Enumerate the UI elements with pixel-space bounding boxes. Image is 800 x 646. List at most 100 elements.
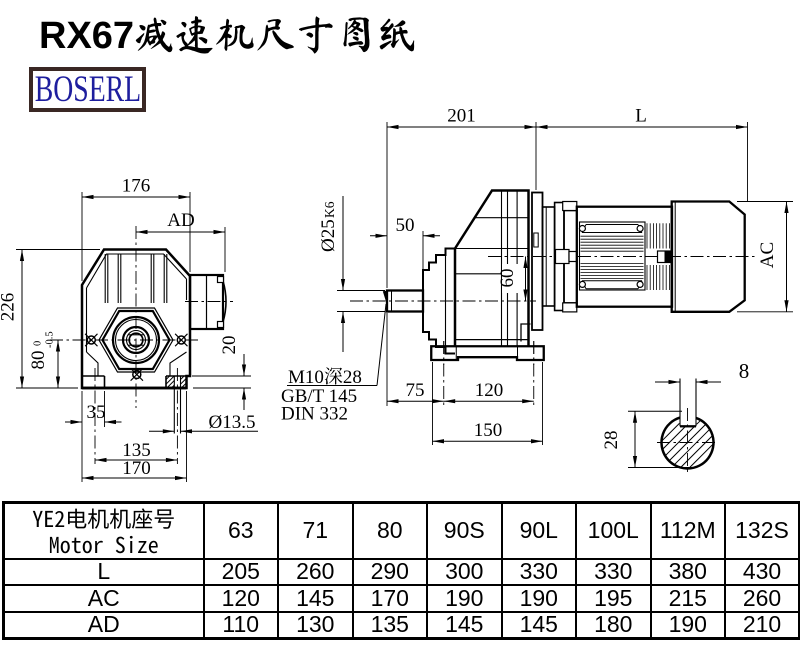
dim-arrowhead bbox=[432, 439, 444, 444]
table-cell-L-0: 205 bbox=[202, 557, 279, 586]
table-cell-AC-7: 260 bbox=[724, 584, 800, 613]
dim-arrowhead bbox=[55, 340, 61, 352]
shaft-section-circle bbox=[660, 416, 715, 470]
dim-arrowhead bbox=[82, 475, 94, 481]
shaft-section-detail: 8 28 bbox=[601, 359, 749, 474]
brand-logo: BOSERL bbox=[29, 67, 146, 112]
dim-front-foot-width: 35 bbox=[87, 402, 106, 423]
dim-arrowhead bbox=[382, 290, 387, 303]
dim-arrowhead bbox=[82, 194, 94, 200]
dim-arrowhead bbox=[180, 429, 192, 434]
table-cell-AD-5: 180 bbox=[575, 610, 652, 639]
dim-side-motor-length: L bbox=[635, 106, 647, 127]
dim-section-key-width: 8 bbox=[739, 359, 750, 383]
foot-hatch-line bbox=[180, 376, 185, 381]
table-row-label-L: L bbox=[2, 557, 205, 586]
foot-section-hatch bbox=[166, 376, 175, 388]
dim-arrowhead bbox=[95, 457, 107, 463]
table-header-label: YE2电机机座号 Motor Size bbox=[2, 501, 205, 560]
dim-arrowhead bbox=[784, 300, 789, 312]
table-cell-AD-0: 110 bbox=[202, 610, 279, 639]
table-cell-L-4: 330 bbox=[500, 557, 577, 586]
table-cell-AC-5: 195 bbox=[575, 584, 652, 613]
table-header-size-3: 90S bbox=[426, 501, 503, 560]
dim-arrowhead bbox=[104, 419, 116, 425]
table-header-size-4: 90L bbox=[500, 501, 577, 560]
table-cell-AD-3: 145 bbox=[426, 610, 503, 639]
technical-drawing: 176 AD 226 80 0 -0.5 20 35 135 170 Ø13.5… bbox=[0, 106, 793, 482]
dim-arrowhead bbox=[340, 311, 346, 323]
table-cell-L-2: 290 bbox=[351, 557, 428, 586]
dim-arrowhead bbox=[784, 201, 789, 213]
page-title: RX67减速机尺寸图纸 bbox=[39, 14, 418, 58]
dim-arrowhead bbox=[55, 376, 61, 388]
foot-section-hatch bbox=[180, 376, 187, 388]
table-header-size-1: 71 bbox=[277, 501, 354, 560]
dim-arrowhead bbox=[213, 229, 225, 235]
foot-hatch-line bbox=[166, 376, 175, 385]
foot-hatch-line bbox=[166, 379, 175, 388]
dim-arrowhead bbox=[19, 376, 25, 388]
note-standard-gb: GB/T 145 bbox=[281, 386, 357, 407]
dim-arrowhead bbox=[696, 379, 708, 385]
dim-front-axis-tol-upper: 0 bbox=[33, 341, 44, 346]
table-row-label-AC: AC bbox=[2, 584, 205, 613]
dim-arrowhead bbox=[70, 419, 82, 425]
dim-front-axis-tol-lower: -0.5 bbox=[45, 331, 56, 348]
foot-hatch-line bbox=[180, 377, 187, 385]
hex-boss-inner bbox=[101, 309, 171, 371]
dim-section-key-height: 28 bbox=[601, 431, 622, 450]
dim-arrowhead bbox=[387, 399, 399, 404]
dim-front-center-to-box: AD bbox=[167, 210, 194, 231]
dim-front-bolt-spacing: 135 bbox=[122, 440, 151, 461]
table-cell-AC-2: 170 bbox=[351, 584, 428, 613]
dim-arrowhead bbox=[340, 279, 346, 291]
table-cell-L-3: 300 bbox=[426, 557, 503, 586]
table-cell-AC-1: 145 bbox=[277, 584, 354, 613]
dim-arrowhead bbox=[178, 194, 190, 200]
dim-side-motor-dia: AC bbox=[757, 242, 778, 268]
dim-arrowhead bbox=[387, 124, 399, 130]
front-view-dimensions: 176 AD 226 80 0 -0.5 20 35 135 170 Ø13.5 bbox=[0, 176, 258, 482]
table-header-label-cn: YE2电机机座号 bbox=[32, 502, 176, 535]
table-header-size-5: 100L bbox=[575, 501, 652, 560]
table-header-label-en: Motor Size bbox=[48, 527, 159, 559]
dim-front-base-width: 170 bbox=[122, 458, 151, 479]
table-cell-AD-4: 145 bbox=[500, 610, 577, 639]
foot-hatch-line bbox=[180, 382, 187, 388]
note-tapped-hole: M10深28 bbox=[288, 367, 362, 388]
dim-arrowhead bbox=[136, 229, 148, 235]
table-cell-L-6: 380 bbox=[649, 557, 726, 586]
table-cell-AC-4: 190 bbox=[500, 584, 577, 613]
dim-arrowhead bbox=[432, 399, 444, 404]
side-view-dimensions: 201 L 50 Ø25 K6 60 M10深28 GB/T 145 DIN 3… bbox=[281, 106, 793, 445]
dim-arrowhead bbox=[632, 456, 638, 468]
dim-arrowhead bbox=[668, 379, 680, 385]
table-cell-AD-2: 135 bbox=[351, 610, 428, 639]
dim-arrowhead bbox=[522, 399, 534, 404]
table-cell-AC-0: 120 bbox=[202, 584, 279, 613]
brand-logo-text: BOSERL bbox=[34, 69, 141, 110]
dim-side-shaft-dia-group: Ø25 K6 bbox=[318, 201, 339, 252]
note-standard-din: DIN 332 bbox=[281, 404, 348, 425]
dim-arrowhead bbox=[531, 439, 543, 444]
table-cell-AC-3: 190 bbox=[426, 584, 503, 613]
hex-boss-outer bbox=[98, 307, 174, 373]
table-header-size-7: 132S bbox=[724, 501, 800, 560]
dim-arrowhead bbox=[19, 249, 25, 261]
title-name-cn: 减速机尺寸图纸 bbox=[134, 14, 418, 54]
foot-hatch-line bbox=[170, 384, 175, 388]
table-header-size-6: 112M bbox=[649, 501, 726, 560]
front-view bbox=[50, 226, 233, 464]
motor-key-block bbox=[664, 251, 671, 263]
dim-front-axis-height-group: 80 0 -0.5 bbox=[28, 331, 56, 369]
dim-side-axis-offset: 60 bbox=[497, 269, 518, 288]
dim-arrowhead bbox=[736, 124, 748, 130]
dim-arrowhead bbox=[165, 457, 178, 463]
table-cell-AC-6: 215 bbox=[649, 584, 726, 613]
title-model: RX67 bbox=[39, 15, 135, 57]
